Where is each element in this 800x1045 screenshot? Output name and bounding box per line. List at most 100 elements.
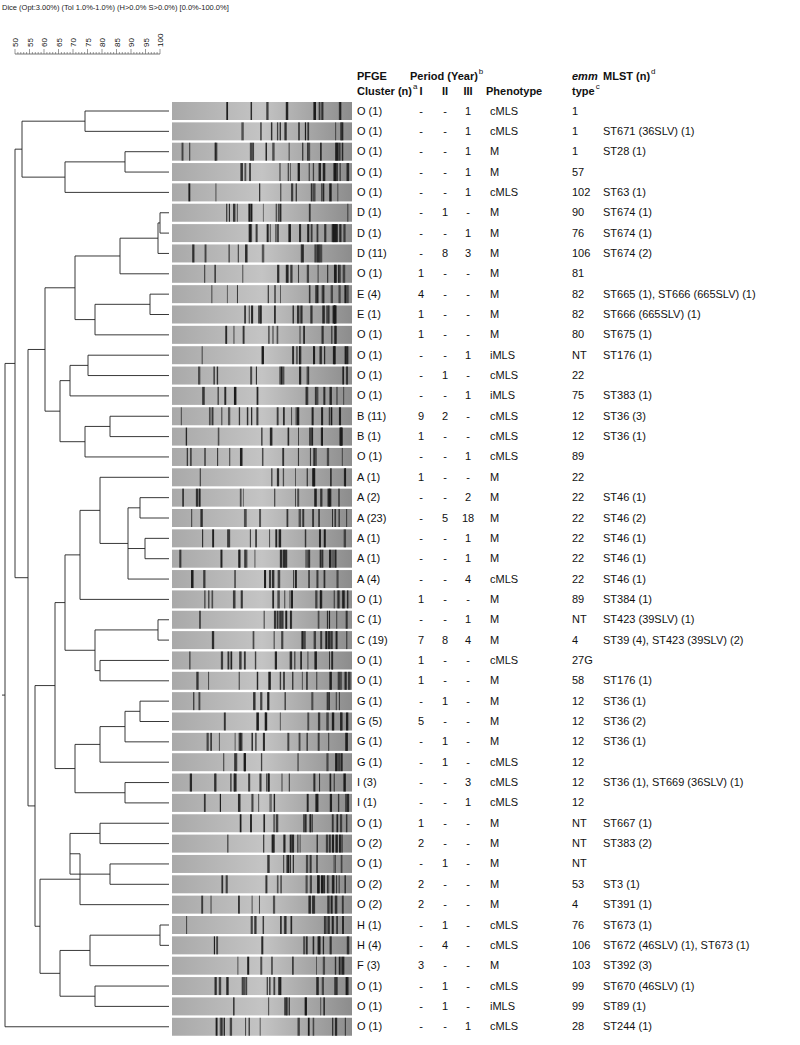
gel-band xyxy=(298,1018,300,1036)
period-cell: - xyxy=(419,349,423,362)
gel-band xyxy=(299,326,300,344)
gel-band xyxy=(234,733,236,751)
period-cell: - xyxy=(419,980,423,993)
gel-band xyxy=(280,122,281,140)
emm-type-cell: 12 xyxy=(572,695,584,708)
tree-branch xyxy=(100,660,169,661)
cluster-cell: O (1) xyxy=(357,105,382,118)
gel-band xyxy=(248,204,250,222)
gel-band xyxy=(326,713,329,731)
gel-band xyxy=(261,346,263,364)
tree-branch xyxy=(125,172,169,173)
gel-band xyxy=(219,733,220,751)
gel-band xyxy=(340,957,341,975)
gel-band xyxy=(328,631,331,649)
column-header: type xyxy=(572,85,595,98)
gel-band xyxy=(290,835,292,853)
tree-branch xyxy=(55,602,65,603)
period-cell: 4 xyxy=(442,939,448,952)
gel-band xyxy=(342,957,344,975)
period-cell: 1 xyxy=(465,105,471,118)
gel-band xyxy=(334,977,335,995)
gel-band xyxy=(248,774,250,792)
phenotype-cell: M xyxy=(490,593,499,606)
period-cell: 1 xyxy=(442,735,448,748)
cluster-cell: A (1) xyxy=(357,532,380,545)
gel-lane xyxy=(172,957,352,975)
period-cell: - xyxy=(443,959,447,972)
gel-band xyxy=(303,326,305,344)
gel-band xyxy=(316,387,318,405)
period-cell: - xyxy=(443,430,447,443)
tree-branch xyxy=(75,792,125,793)
cluster-cell: A (2) xyxy=(357,491,380,504)
period-cell: - xyxy=(443,105,447,118)
scale-tick xyxy=(139,52,140,54)
gel-band xyxy=(270,794,272,812)
gel-band xyxy=(260,306,261,324)
emm-type-cell: 1 xyxy=(572,125,578,138)
period-cell: - xyxy=(466,654,470,667)
phenotype-cell: M xyxy=(490,837,499,850)
cluster-cell: A (1) xyxy=(357,471,380,484)
tree-branch xyxy=(140,701,169,702)
gel-lane xyxy=(172,407,352,425)
tree-branch xyxy=(28,349,45,350)
gel-band xyxy=(334,326,336,344)
gel-band xyxy=(230,1018,232,1036)
gel-band xyxy=(320,550,321,568)
scale-number: 65 xyxy=(55,38,64,47)
mlst-cell: ST673 (1) xyxy=(603,919,652,932)
tree-branch xyxy=(5,363,15,364)
gel-band xyxy=(313,346,315,364)
gel-band xyxy=(327,448,329,466)
emm-type-cell: 76 xyxy=(572,227,584,240)
period-cell: - xyxy=(443,898,447,911)
phenotype-cell: M xyxy=(490,166,499,179)
period-cell: 1 xyxy=(442,369,448,382)
tree-branch xyxy=(65,554,80,555)
tree-branch xyxy=(75,744,100,745)
emm-type-cell: 57 xyxy=(572,166,584,179)
gel-band xyxy=(309,204,311,222)
gel-band xyxy=(274,285,276,303)
period-cell: 3 xyxy=(418,959,424,972)
gel-band xyxy=(249,163,251,181)
gel-band xyxy=(280,875,282,893)
scale-tick xyxy=(70,52,71,54)
emm-type-cell: 80 xyxy=(572,328,584,341)
gel-band xyxy=(259,509,261,527)
tree-branch xyxy=(125,782,169,783)
phenotype-cell: M xyxy=(490,857,499,870)
gel-band xyxy=(327,896,329,914)
gel-band xyxy=(236,285,238,303)
gel-band xyxy=(269,672,271,690)
period-cell: - xyxy=(443,491,447,504)
tree-branch xyxy=(65,192,169,193)
gel-band xyxy=(275,224,276,242)
gel-band xyxy=(255,733,256,751)
phenotype-cell: cMLS xyxy=(490,939,518,952)
gel-band xyxy=(268,774,270,792)
scale-tick xyxy=(104,52,105,54)
period-cell: - xyxy=(443,125,447,138)
gel-band xyxy=(228,407,230,425)
gel-band xyxy=(201,896,203,914)
gel-band xyxy=(214,936,215,954)
gel-band xyxy=(329,611,330,629)
gel-band xyxy=(317,875,320,893)
cluster-cell: B (11) xyxy=(357,410,386,423)
gel-band xyxy=(339,835,341,853)
gel-band xyxy=(221,875,223,893)
phenotype-cell: cMLS xyxy=(490,410,518,423)
gel-band xyxy=(319,774,320,792)
gel-band xyxy=(238,896,240,914)
gel-band xyxy=(335,896,338,914)
period-cell: - xyxy=(443,186,447,199)
column-header: MLST (n) xyxy=(603,70,650,83)
gel-band xyxy=(305,122,306,140)
period-cell: - xyxy=(443,674,447,687)
emm-type-cell: 12 xyxy=(572,776,584,789)
gel-band xyxy=(189,143,190,161)
